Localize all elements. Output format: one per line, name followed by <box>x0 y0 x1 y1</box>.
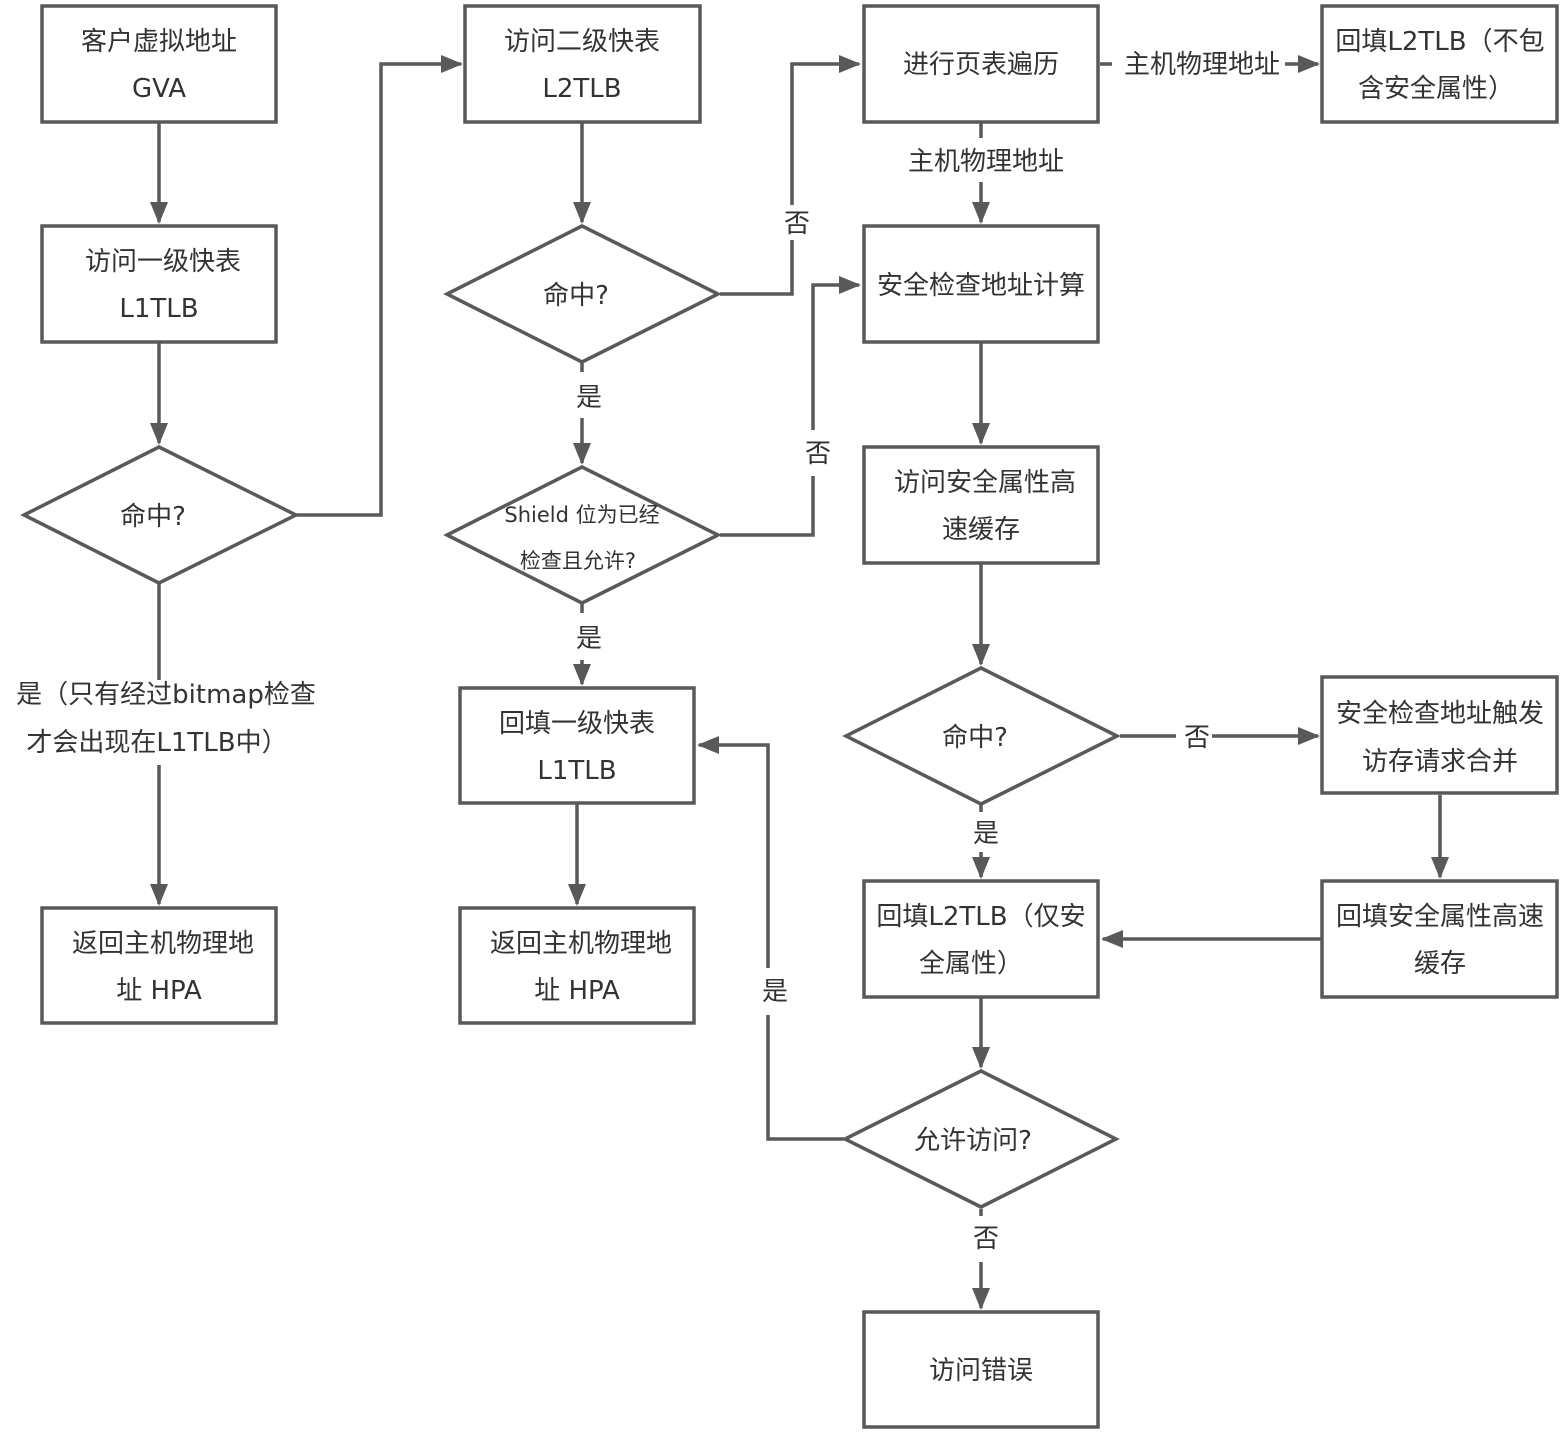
node-hpa2: 返回主机物理地 址 HPA <box>458 906 696 1025</box>
decision-hit3: 命中? <box>842 666 1121 806</box>
node-text: L2TLB <box>542 74 621 104</box>
node-gva: 客户虚拟地址 GVA <box>40 4 278 124</box>
node-l2tlb: 访问二级快表 L2TLB <box>463 4 702 124</box>
node-merge: 安全检查地址触发 访存请求合并 <box>1320 675 1559 795</box>
node-sec-cache: 访问安全属性高 速缓存 <box>862 445 1100 565</box>
decision-hit1: 命中? <box>20 445 300 585</box>
node-text: 回填L2TLB（不包 <box>1335 27 1544 57</box>
node-text: 返回主机物理地 <box>72 929 254 959</box>
decision-text: 命中? <box>543 281 609 311</box>
decision-text: 命中? <box>942 723 1008 753</box>
edge-label-hit2-no: 否 <box>784 209 810 239</box>
node-refill-l2-sec: 回填L2TLB（仅安 全属性） <box>862 879 1100 999</box>
edge-label-allow-no: 否 <box>973 1224 999 1254</box>
edge-label-hit2-yes: 是 <box>576 383 602 413</box>
decision-text: 命中? <box>120 502 186 532</box>
edge-label-shield-yes: 是 <box>576 624 602 654</box>
decision-text: 检查且允许? <box>520 549 636 573</box>
edge-label-allow-yes: 是 <box>762 977 788 1007</box>
node-text: 含安全属性） <box>1358 74 1514 104</box>
edge-label-hit3-yes: 是 <box>973 819 999 849</box>
node-error: 访问错误 <box>862 1310 1100 1429</box>
edge-label-hit1-yes: 是（只有经过bitmap检查 <box>16 680 316 710</box>
node-text: 访问二级快表 <box>504 27 660 57</box>
node-hpa1: 返回主机物理地 址 HPA <box>40 906 278 1025</box>
edge-hit2-no-to-walk <box>720 64 859 296</box>
edge-label-walk-right: 主机物理地址 <box>1124 50 1280 80</box>
edge-shield-no-to-seccalc <box>720 285 859 537</box>
edge-label-hit3-no: 否 <box>1184 723 1210 753</box>
edge-label-shield-no: 否 <box>805 439 831 469</box>
node-text: L1TLB <box>537 756 616 786</box>
node-text: 返回主机物理地 <box>490 929 672 959</box>
node-l1tlb: 访问一级快表 L1TLB <box>40 224 278 344</box>
node-refill-sec-cache: 回填安全属性高速 缓存 <box>1320 879 1559 999</box>
edge-allow-yes-to-refill-l1 <box>699 745 844 1141</box>
node-text: 全属性） <box>919 949 1023 979</box>
node-walk: 进行页表遍历 <box>862 4 1100 124</box>
decision-shield: Shield 位为已经 检查且允许? <box>443 465 722 605</box>
edge-label-walk-down: 主机物理地址 <box>908 147 1064 177</box>
node-text: 缓存 <box>1414 949 1466 979</box>
node-text: 客户虚拟地址 <box>81 27 237 57</box>
node-text: 访问一级快表 <box>85 247 241 277</box>
node-text: L1TLB <box>119 294 198 324</box>
edges <box>159 55 1449 1308</box>
node-text: 回填一级快表 <box>499 709 655 739</box>
node-text: GVA <box>132 74 186 104</box>
node-sec-calc: 安全检查地址计算 <box>862 224 1100 344</box>
node-text: 进行页表遍历 <box>903 50 1059 80</box>
node-text: 址 HPA <box>116 976 202 1006</box>
node-text: 回填L2TLB（仅安 <box>876 902 1085 932</box>
node-text: 访问安全属性高 <box>894 468 1076 498</box>
node-refill-l2-nosec: 回填L2TLB（不包 含安全属性） <box>1320 4 1559 124</box>
node-text: 访存请求合并 <box>1362 747 1518 777</box>
edge-hit1-no-to-l2tlb <box>296 55 463 517</box>
node-text: 访问错误 <box>929 1356 1033 1386</box>
decision-allow: 允许访问? <box>841 1069 1120 1209</box>
node-refill-l1: 回填一级快表 L1TLB <box>458 686 696 805</box>
node-text: 安全检查地址计算 <box>877 271 1085 301</box>
edge-label-hit1-yes: 才会出现在L1TLB中） <box>26 728 287 758</box>
node-text: 速缓存 <box>942 515 1020 545</box>
edge-labels: 是（只有经过bitmap检查 才会出现在L1TLB中） 否 是 否 是 主机物理… <box>16 50 1280 1254</box>
node-text: 址 HPA <box>534 976 620 1006</box>
decision-text: 允许访问? <box>914 1126 1032 1156</box>
node-text: 安全检查地址触发 <box>1336 699 1544 729</box>
decision-text: Shield 位为已经 <box>504 503 659 527</box>
decision-hit2: 命中? <box>443 224 722 364</box>
node-text: 回填安全属性高速 <box>1336 902 1544 932</box>
